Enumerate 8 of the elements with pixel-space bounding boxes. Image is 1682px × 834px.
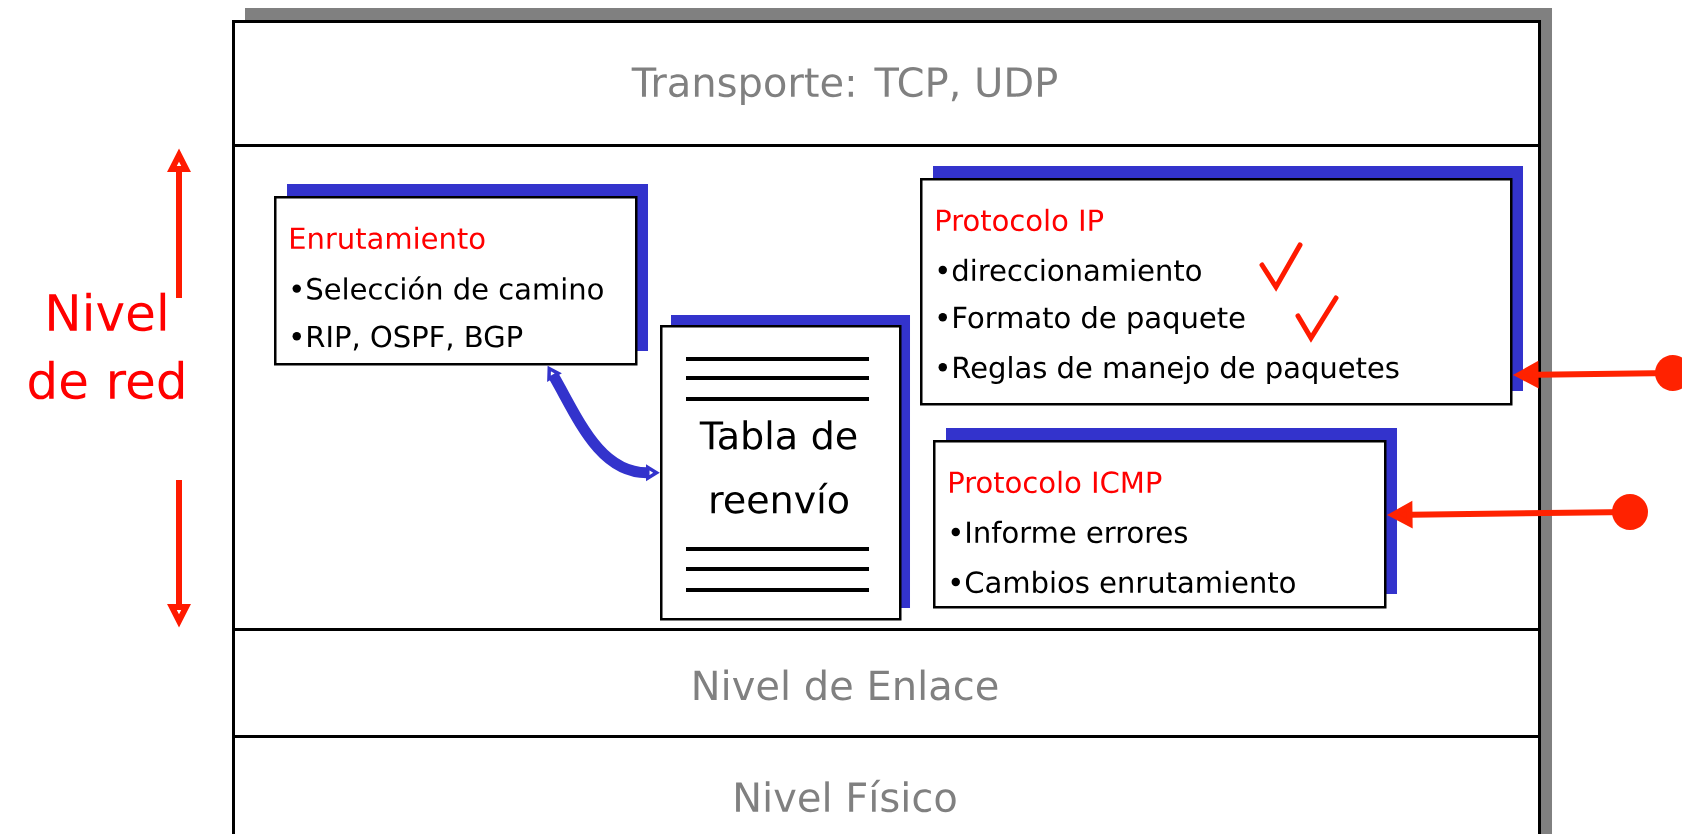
protocol-box: Protocolo IP •direccionamiento •Formato de paquete •Reglas de manejo de paquetes (920, 166, 1523, 406)
node-label: Nivel de red (29, 292, 184, 400)
layer-band: Transporte: TCP, UDP (232, 20, 1541, 147)
layer-band: Nivel de Enlace (232, 628, 1541, 738)
protocol-box: Enrutamiento •Selección de camino •RIP, OSPF, BGP (274, 184, 648, 366)
protocol-box: Protocolo ICMP •Informe errores •Cambios enrutamiento (933, 428, 1397, 609)
table-box: Tabla de reenvío (660, 315, 910, 621)
layer-band: Nivel Físico (232, 735, 1541, 834)
